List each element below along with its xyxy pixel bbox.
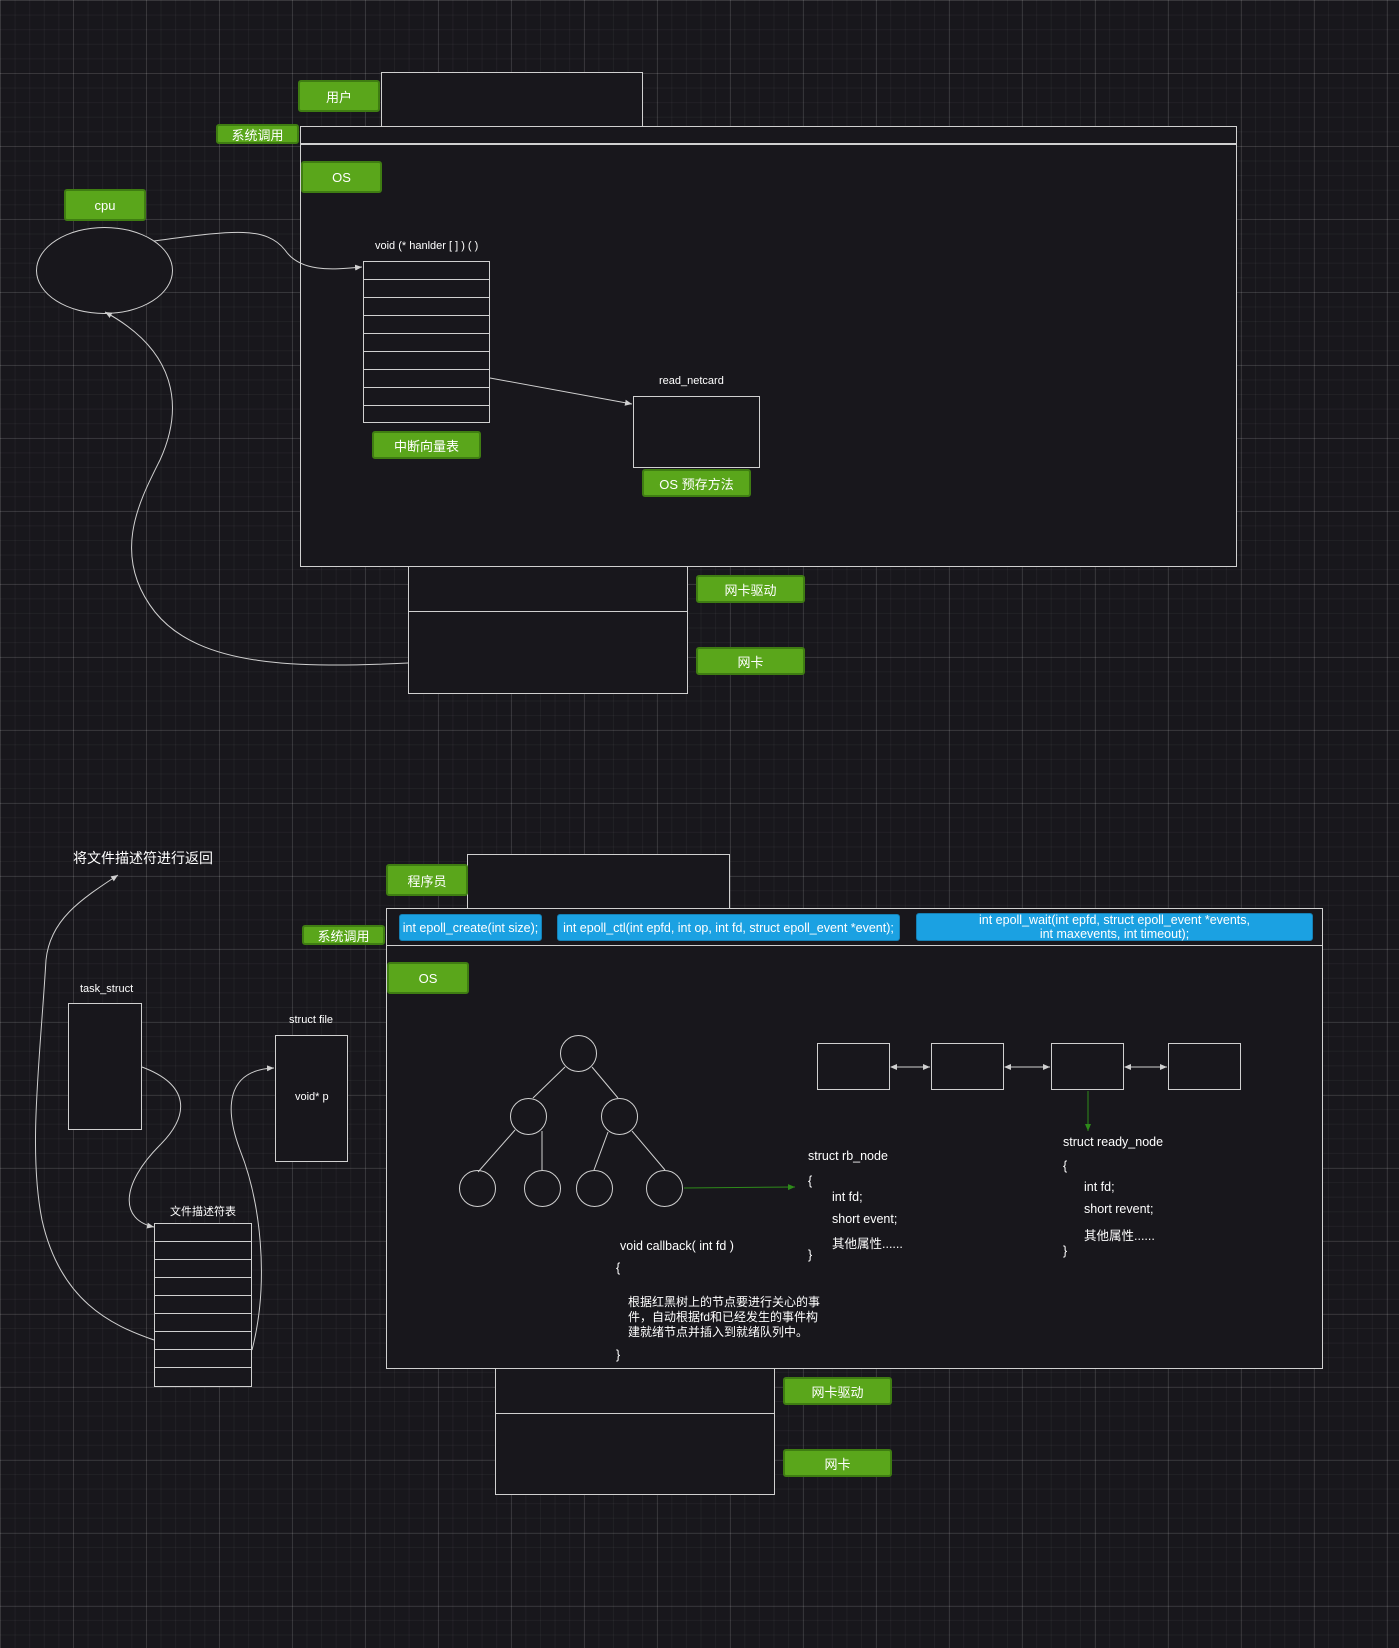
epoll-wait-line2: int maxevents, int timeout); xyxy=(1039,927,1190,941)
nic-box xyxy=(408,611,688,694)
callback-close: } xyxy=(616,1348,621,1362)
interrupt-vector-table xyxy=(363,261,490,423)
ready-node-open: { xyxy=(1063,1159,1068,1173)
user-space-box xyxy=(381,72,643,127)
ready-queue-node-3 xyxy=(1051,1043,1124,1090)
nic-label: 网卡 xyxy=(696,647,805,675)
epoll-wait-line1: int epoll_wait(int epfd, struct epoll_ev… xyxy=(979,913,1250,927)
programmer-space-box xyxy=(467,854,730,909)
syscall-bar xyxy=(300,126,1237,144)
task-struct-box xyxy=(68,1003,142,1130)
fd-table-label: 文件描述符表 xyxy=(170,1206,236,1218)
os-method-label: OS 预存方法 xyxy=(642,469,751,497)
void-p-label: void* p xyxy=(295,1091,329,1103)
struct-file-label: struct file xyxy=(289,1014,334,1026)
callback-body-2: 件，自动根据fd和已经发生的事件构 xyxy=(628,1310,819,1324)
rb-tree-node-right xyxy=(601,1098,638,1135)
os-label-bottom: OS xyxy=(387,962,469,994)
callback-open: { xyxy=(616,1261,621,1275)
callback-body-1: 根据红黑树上的节点要进行关心的事 xyxy=(628,1295,821,1309)
nic-driver-label-bottom: 网卡驱动 xyxy=(783,1377,892,1405)
ready-node-field-2: short revent; xyxy=(1084,1202,1154,1216)
rb-tree-leaf-2 xyxy=(524,1170,561,1207)
rb-tree-root xyxy=(560,1035,597,1072)
rb-node-open: { xyxy=(808,1174,813,1188)
syscall-label: 系统调用 xyxy=(216,124,299,144)
nic-driver-box-bottom xyxy=(495,1368,775,1414)
read-netcard-box xyxy=(633,396,760,468)
rb-tree-leaf-3 xyxy=(576,1170,613,1207)
rb-node-field-1: int fd; xyxy=(832,1190,863,1204)
syscall-label-bottom: 系统调用 xyxy=(302,925,385,945)
rb-tree-leaf-4 xyxy=(646,1170,683,1207)
ready-node-field-1: int fd; xyxy=(1084,1180,1115,1194)
fd-table xyxy=(154,1223,252,1387)
struct-file-box xyxy=(275,1035,348,1162)
rb-node-field-2: short event; xyxy=(832,1212,898,1226)
read-netcard-title: read_netcard xyxy=(659,375,724,387)
rb-node-field-3: 其他属性...... xyxy=(832,1237,903,1251)
user-label: 用户 xyxy=(298,80,380,112)
rb-tree-node-left xyxy=(510,1098,547,1135)
task-struct-label: task_struct xyxy=(80,983,134,995)
ivt-label: 中断向量表 xyxy=(372,431,481,459)
nic-driver-label: 网卡驱动 xyxy=(696,575,805,603)
ready-queue-node-2 xyxy=(931,1043,1004,1090)
ready-node-close: } xyxy=(1063,1244,1068,1258)
cpu-circle xyxy=(36,227,173,314)
rb-node-close: } xyxy=(808,1248,813,1262)
epoll-ctl-button: int epoll_ctl(int epfd, int op, int fd, … xyxy=(557,914,900,941)
ready-node-title: struct ready_node xyxy=(1063,1135,1164,1149)
cpu-label: cpu xyxy=(64,189,146,221)
rb-node-title: struct rb_node xyxy=(808,1149,888,1163)
nic-label-bottom: 网卡 xyxy=(783,1449,892,1477)
callback-signature: void callback( int fd ) xyxy=(620,1239,734,1253)
ready-node-field-3: 其他属性...... xyxy=(1084,1229,1155,1243)
epoll-create-button: int epoll_create(int size); xyxy=(399,914,542,941)
os-label: OS xyxy=(301,161,382,193)
nic-driver-box xyxy=(408,566,688,612)
ready-queue-node-4 xyxy=(1168,1043,1241,1090)
rb-tree-leaf-1 xyxy=(459,1170,496,1207)
nic-box-bottom xyxy=(495,1413,775,1495)
programmer-label: 程序员 xyxy=(386,864,468,896)
handler-title: void (* hanlder [ ] ) ( ) xyxy=(375,240,479,252)
return-fd-text: 将文件描述符进行返回 xyxy=(73,850,213,866)
callback-body-3: 建就绪节点并插入到就绪队列中。 xyxy=(628,1325,809,1339)
epoll-wait-button: int epoll_wait(int epfd, struct epoll_ev… xyxy=(916,913,1313,941)
ready-queue-node-1 xyxy=(817,1043,890,1090)
